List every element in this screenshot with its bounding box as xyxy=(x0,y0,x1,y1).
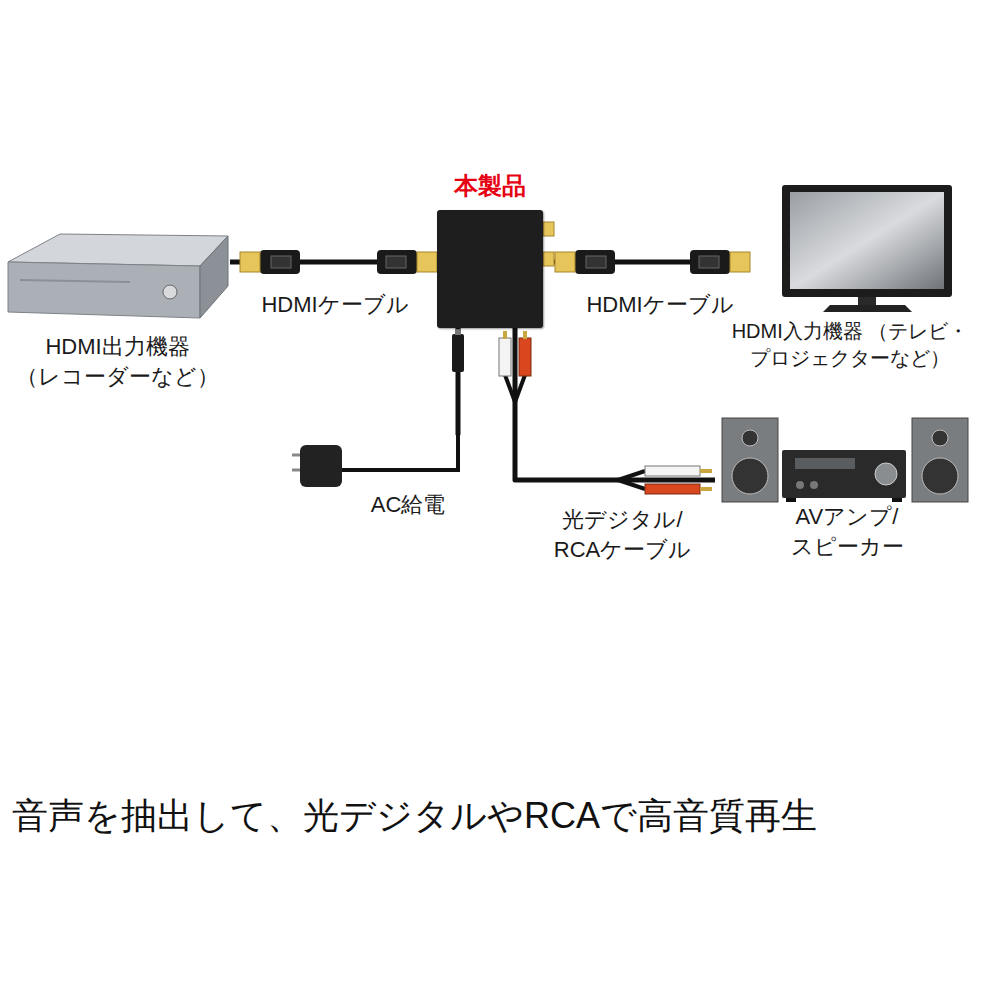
rca-plugs-top xyxy=(499,331,531,402)
hdmi-plug xyxy=(377,250,437,274)
source-device: HDMI出力機器 （レコーダーなど） xyxy=(5,215,230,400)
device-label: AVアンプ/ スピーカー xyxy=(767,502,927,561)
cable xyxy=(515,328,715,480)
tv-drawing xyxy=(782,185,952,312)
cable-label: HDMIケーブル xyxy=(245,290,425,320)
hdmi-plug xyxy=(690,250,750,274)
product-ports xyxy=(543,222,554,266)
product-body xyxy=(437,210,543,328)
display-device: HDMI入力機器 （テレビ・プロジェクターなど） xyxy=(705,180,995,380)
av-amp-speakers-drawing xyxy=(722,418,968,502)
caption: 音声を抽出して、光デジタルやRCAで高音質再生 xyxy=(12,792,817,841)
product-box: 本製品 xyxy=(437,170,543,328)
product-heading: 本製品 xyxy=(437,170,543,202)
audio-device: AVアンプ/ スピーカー xyxy=(715,410,980,580)
hdmi-plug xyxy=(555,250,615,274)
ac-plug xyxy=(452,329,464,372)
cable-label: HDMIケーブル xyxy=(570,290,750,320)
cable-label: 光デジタル/ RCAケーブル xyxy=(535,505,710,564)
rca-plugs-end xyxy=(618,466,712,494)
ac-adapter-drawing xyxy=(292,435,458,487)
power-adapter: AC給電 xyxy=(290,435,460,530)
device-label: AC給電 xyxy=(358,490,458,520)
device-label: HDMI出力機器 （レコーダーなど） xyxy=(5,332,230,391)
hdmi-plug xyxy=(240,250,300,274)
recorder-drawing xyxy=(8,234,228,318)
device-label: HDMI入力機器 （テレビ・プロジェクターなど） xyxy=(705,318,995,372)
